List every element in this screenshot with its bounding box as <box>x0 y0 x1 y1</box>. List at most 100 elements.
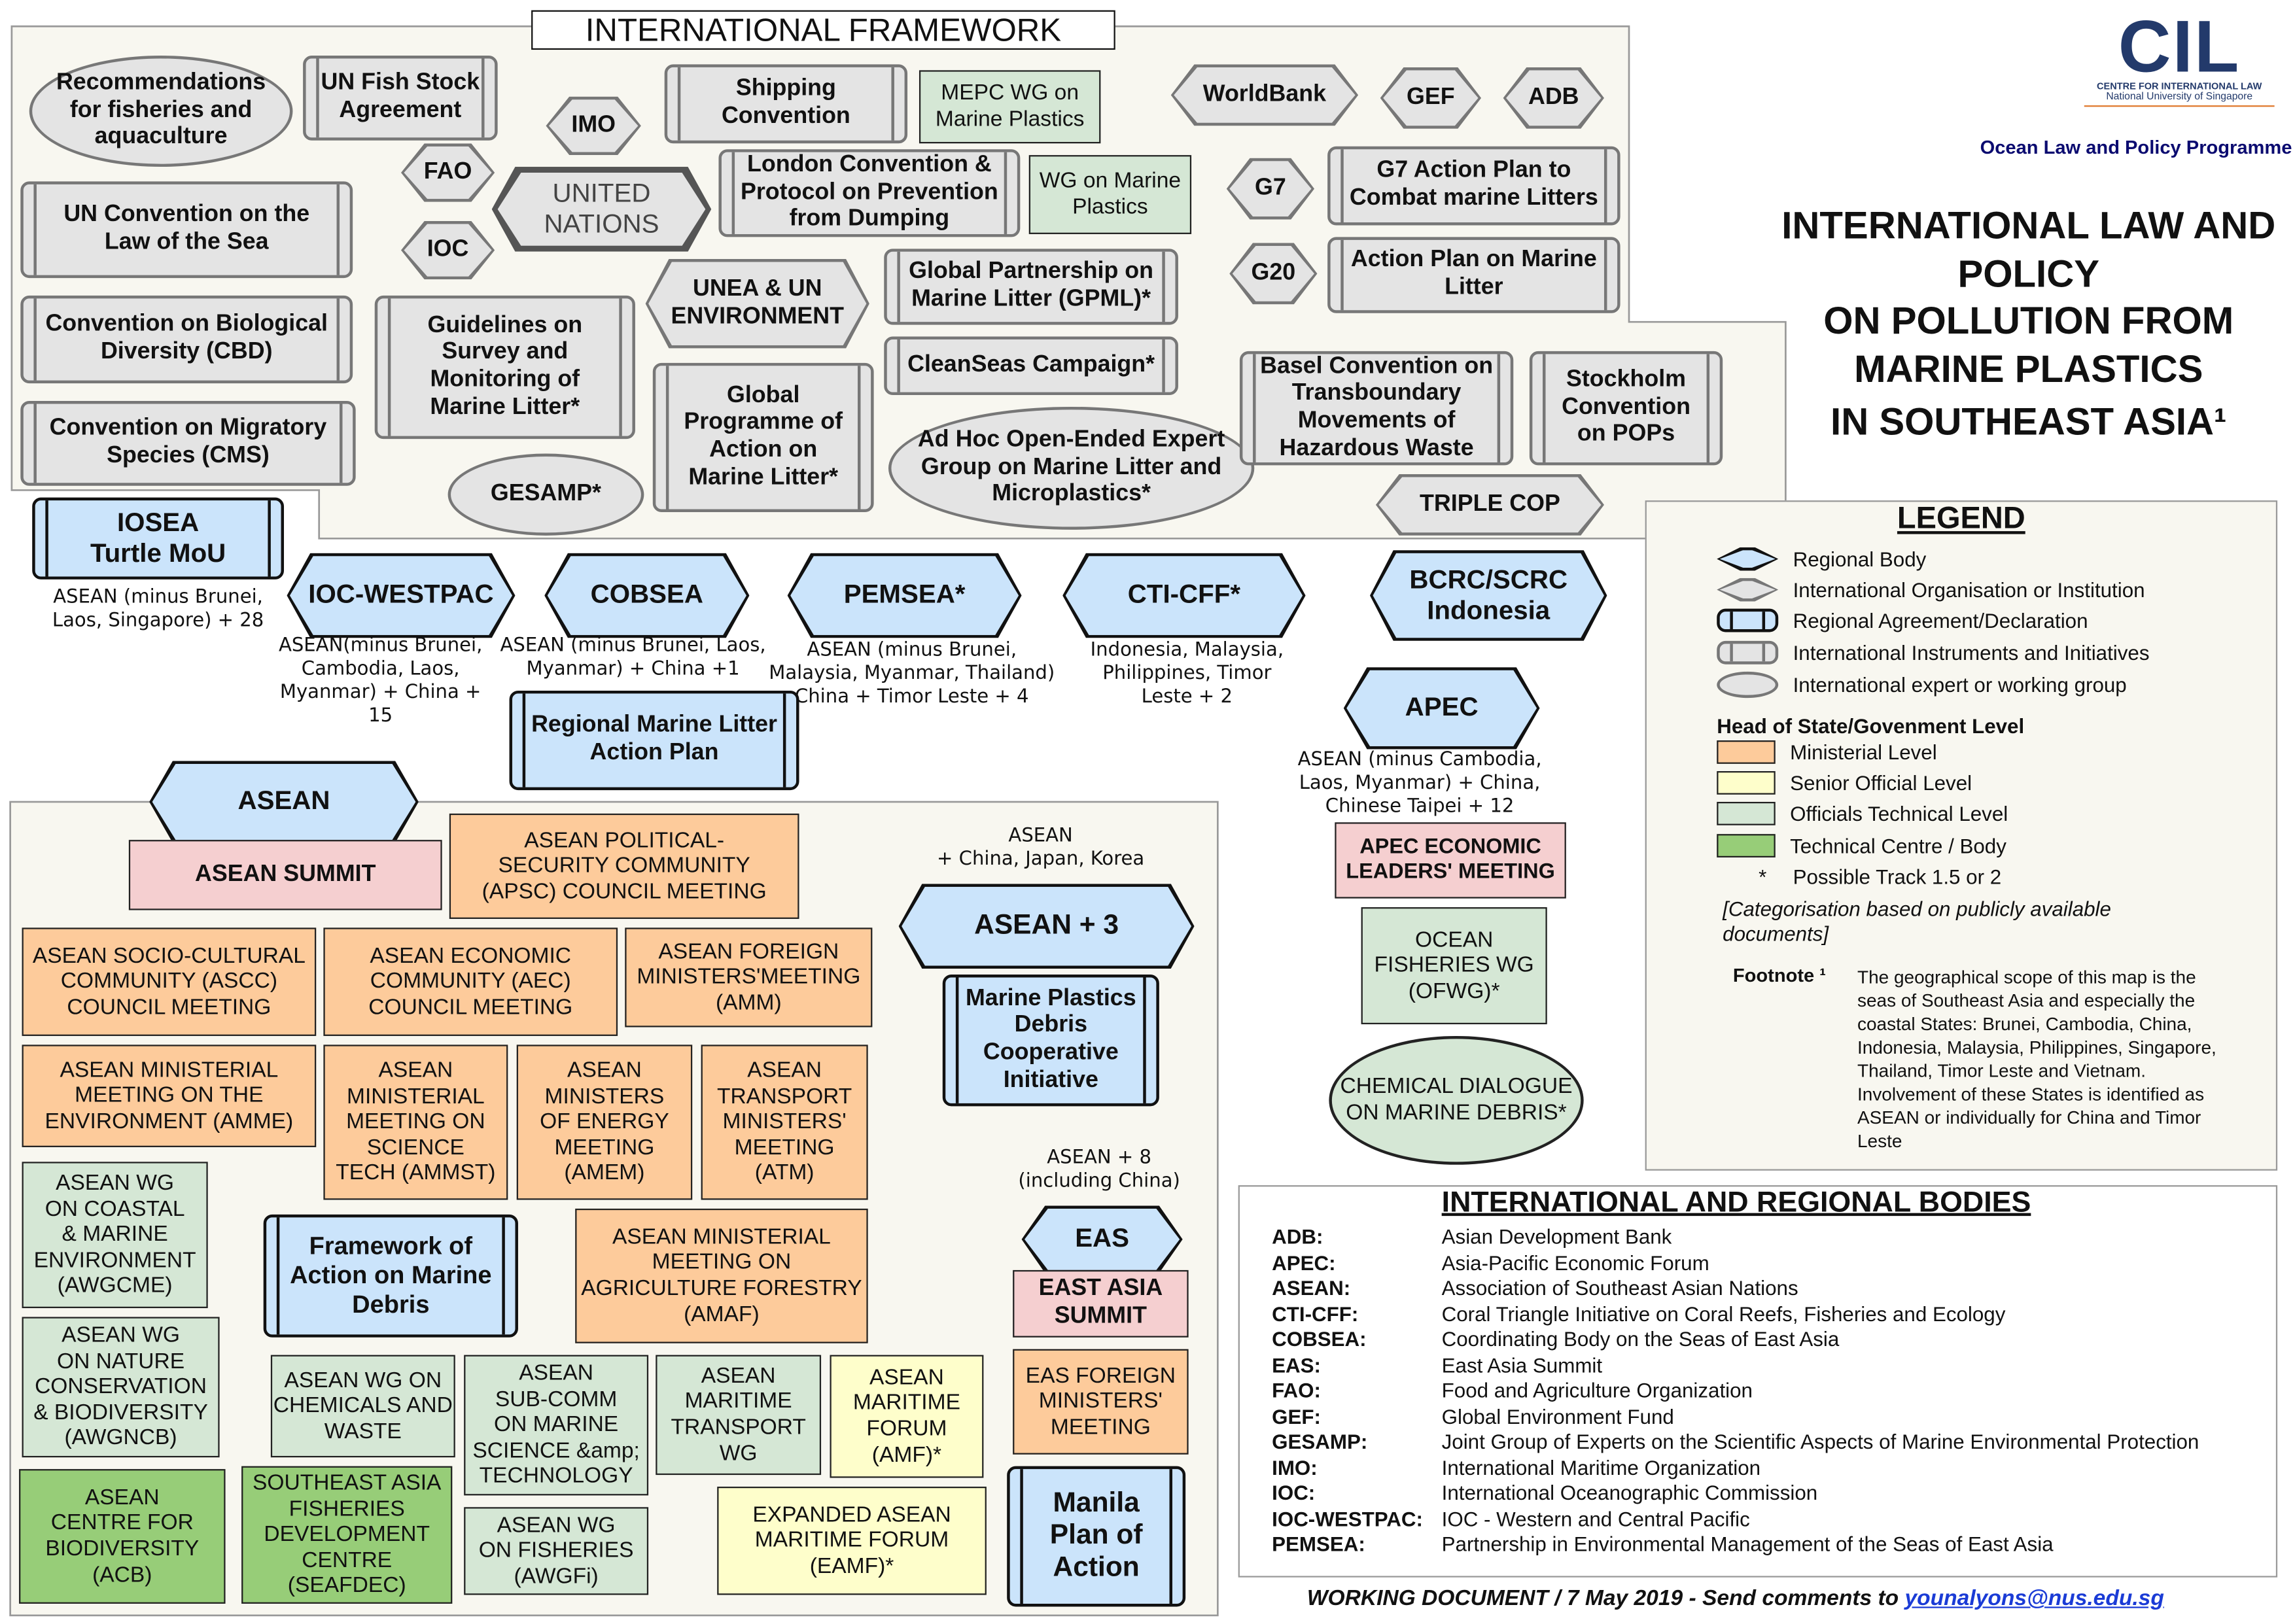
node-label: EAS FOREIGN MINISTERS' MEETING <box>1025 1363 1176 1440</box>
manila-node: Manila Plan of Action <box>1007 1466 1186 1607</box>
worldbank-node: WorldBank <box>1171 64 1358 126</box>
glossary-abbr: CTI-CFF: <box>1272 1301 1359 1325</box>
node-label: TRIPLE COP <box>1420 491 1560 516</box>
node-label: BCRC/SCRC Indonesia <box>1409 564 1568 625</box>
node-label: ASEAN MINISTERIAL MEETING ON SCIENCE TEC… <box>336 1058 496 1186</box>
glossary-row: IOC-WESTPAC:IOC - Western and Central Pa… <box>1272 1506 1750 1530</box>
node-label: Regional Marine Litter Action Plan <box>531 713 777 766</box>
unea-node: UNEA & UN ENVIRONMENT <box>646 259 869 348</box>
eas-cap-caption: ASEAN + 8 (including China) <box>1007 1147 1191 1194</box>
framework-title: INTERNATIONAL FRAMEWORK <box>531 10 1115 50</box>
node-label: Framework of Action on Marine Debris <box>290 1232 492 1319</box>
fao-node: FAO <box>401 143 495 201</box>
node-label: ASEAN WG ON CHEMICALS AND WASTE <box>273 1368 453 1444</box>
wgmp-node: WG on Marine Plastics <box>1028 155 1192 234</box>
node-label: ASEAN MARITIME FORUM (AMF)* <box>852 1365 960 1467</box>
legend-label: Officials Technical Level <box>1790 801 2008 825</box>
ioc-node: IOC <box>401 221 495 279</box>
cil-logo: CIL CENTRE FOR INTERNATIONAL LAW Nationa… <box>2084 10 2275 107</box>
apt-cap-caption: ASEAN + China, Japan, Korea <box>922 825 1159 872</box>
node-label: Marine Plastics Debris Cooperative Initi… <box>965 985 1136 1093</box>
g7plan-node: G7 Action Plan to Combat marine Litters <box>1327 146 1621 226</box>
node-label: Guidelines on Survey and Monitoring of M… <box>427 312 583 420</box>
glossary-abbr: FAO: <box>1272 1378 1321 1402</box>
node-label: London Convention & Protocol on Preventi… <box>740 152 998 232</box>
glossary-row: APEC:Asia-Pacific Economic Forum <box>1272 1251 1709 1274</box>
node-label: ASEAN (minus Brunei, Malaysia, Myanmar, … <box>769 638 1055 709</box>
glossary-name: Coordinating Body on the Seas of East As… <box>1441 1327 1840 1351</box>
gef-node: GEF <box>1380 67 1481 129</box>
glossary-row: CTI-CFF:Coral Triangle Initiative on Cor… <box>1272 1302 2005 1325</box>
node-label: ASEAN WG ON FISHERIES (AWGFi) <box>478 1512 634 1589</box>
glossary-name: Association of Southeast Asian Nations <box>1441 1275 1798 1300</box>
glossary-abbr: IMO: <box>1272 1455 1318 1479</box>
node-label: ASEAN + 8 (including China) <box>1018 1147 1180 1193</box>
glossary-row: FAO:Food and Agriculture Organization <box>1272 1378 1753 1402</box>
seafdec-node: SOUTHEAST ASIA FISHERIES DEVELOPMENT CEN… <box>241 1466 453 1604</box>
pemsea-node: PEMSEA* <box>788 553 1022 638</box>
iosea-cap-caption: ASEAN (minus Brunei, Laos, Singapore) + … <box>26 585 290 635</box>
node-label: Convention on Migratory Species (CMS) <box>49 415 327 468</box>
cbd-node: Convention on Biological Diversity (CBD) <box>20 295 353 384</box>
footer-text: WORKING DOCUMENT / 7 May 2019 - Send com… <box>1306 1586 1905 1612</box>
levels-heading: Head of State/Govenment Level <box>1717 714 2025 738</box>
glossary-row: IOC:International Oceanographic Commissi… <box>1272 1481 1817 1504</box>
node-label: G20 <box>1251 260 1296 285</box>
node-label: ASEAN MINISTERIAL MEETING ON AGRICULTURE… <box>581 1224 862 1327</box>
node-label: ASEAN SUB-COMM ON MARINE SCIENCE &amp; T… <box>472 1360 640 1489</box>
node-label: IMO <box>571 112 616 137</box>
acb-node: ASEAN CENTRE FOR BIODIVERSITY (ACB) <box>19 1469 226 1604</box>
glossary-row: ADB:Asian Development Bank <box>1272 1225 1672 1249</box>
glossary-abbr: COBSEA: <box>1272 1327 1367 1351</box>
adb-node: ADB <box>1503 67 1604 129</box>
node-label: IOSEA Turtle MoU <box>90 508 226 568</box>
unfsa-node: UN Fish Stock Agreement <box>303 56 498 141</box>
glossary-row: EAS:East Asia Summit <box>1272 1353 1602 1376</box>
footnote-text: The geographical scope of this map is th… <box>1857 967 2216 1152</box>
legend-label: International Instruments and Initiative… <box>1793 640 2150 665</box>
node-label: ASEAN WG ON COASTAL & MARINE ENVIRONMENT… <box>33 1171 196 1299</box>
unclos-node: UN Convention on the Law of the Sea <box>20 181 353 279</box>
email-link[interactable]: younalyons@nus.edu.sg <box>1904 1586 2164 1612</box>
amaf-node: ASEAN MINISTERIAL MEETING ON AGRICULTURE… <box>575 1208 868 1343</box>
node-label: ASEAN WG ON NATURE CONSERVATION & BIODIV… <box>33 1322 208 1451</box>
node-label: Indonesia, Malaysia, Philippines, Timor … <box>1090 638 1284 709</box>
chemdialogue-node: CHEMICAL DIALOGUE ON MARINE DEBRIS* <box>1329 1035 1584 1165</box>
g7-node: G7 <box>1227 158 1314 220</box>
page-title: INTERNATIONAL LAW AND POLICY ON POLLUTIO… <box>1751 202 2295 445</box>
node-label: EAST ASIA SUMMIT <box>1038 1276 1163 1329</box>
cticff-cap-caption: Indonesia, Malaysia, Philippines, Timor … <box>1077 638 1297 711</box>
title-line: POLICY <box>1957 251 2100 295</box>
gesamp-node: GESAMP* <box>447 453 644 536</box>
title-line: IN SOUTHEAST ASIA¹ <box>1831 399 2227 443</box>
awgncb-node: ASEAN WG ON NATURE CONSERVATION & BIODIV… <box>22 1317 220 1458</box>
glossary-name: Asia-Pacific Economic Forum <box>1441 1250 1709 1274</box>
node-label: ASEAN MINISTERS OF ENERGY MEETING (AMEM) <box>540 1058 669 1186</box>
glossary-row: GEF:Global Environment Fund <box>1272 1404 1674 1428</box>
un-node: UNITED NATIONS <box>492 167 712 252</box>
stockholm-node: Stockholm Convention on POPs <box>1529 351 1723 466</box>
eas-node: EAS <box>1022 1205 1183 1273</box>
node-label: G7 <box>1255 175 1286 200</box>
glossary-row: PEMSEA:Partnership in Environmental Mana… <box>1272 1532 2053 1555</box>
node-label: COBSEA <box>590 579 703 610</box>
apsc-node: ASEAN POLITICAL- SECURITY COMMUNITY (APS… <box>449 813 799 919</box>
node-label: IOC-WESTPAC <box>308 579 494 610</box>
technical-centre-swatch-icon <box>1717 834 1776 857</box>
g20plan-node: Action Plan on Marine Litter <box>1327 237 1621 313</box>
amm-node: ASEAN FOREIGN MINISTERS'MEETING (AMM) <box>625 927 873 1028</box>
subcomm-node: ASEAN SUB-COMM ON MARINE SCIENCE &amp; T… <box>464 1355 649 1496</box>
apec-cap-caption: ASEAN (minus Cambodia, Laos, Myanmar) + … <box>1267 748 1571 821</box>
logo-line1: CENTRE FOR INTERNATIONAL LAW <box>2096 82 2262 92</box>
cleanseas-node: CleanSeas Campaign* <box>884 336 1178 396</box>
node-label: APEC <box>1405 693 1479 722</box>
regional-agreement-icon <box>1717 608 1779 632</box>
node-label: ASEAN (minus Brunei, Laos, Singapore) + … <box>52 586 264 632</box>
glossary-abbr: GESAMP: <box>1272 1429 1368 1453</box>
eas-summit-node: EAST ASIA SUMMIT <box>1013 1270 1189 1338</box>
footer: WORKING DOCUMENT / 7 May 2019 - Send com… <box>1307 1586 2164 1611</box>
glossary-abbr: IOC-WESTPAC: <box>1272 1506 1423 1530</box>
node-label: IOC <box>427 236 469 262</box>
glossary-row: COBSEA: Coordinating Body on the Seas of … <box>1272 1327 1839 1351</box>
glossary-abbr: ASEAN: <box>1272 1275 1351 1300</box>
